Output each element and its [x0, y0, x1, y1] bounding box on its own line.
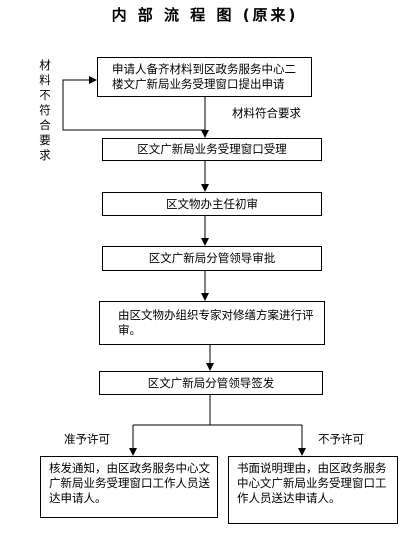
page-title: 内 部 流 程 图 (原来): [111, 6, 299, 24]
step-apply: 申请人备齐材料到区政务服务中心二楼文广新局业务受理窗口提出申请: [97, 57, 312, 97]
loop-back-arrow: [62, 76, 206, 131]
label-reject: 不予许可: [318, 432, 364, 446]
step-approval: 区文广新局分管领导审批: [102, 246, 322, 271]
step-initial-review: 区文物办主任初审: [102, 192, 322, 216]
step-issue: 区文广新局分管领导签发: [99, 371, 323, 395]
outcome-approve: 核发通知，由区政务服务中心文广新局业务受理窗口工作人员送达申请人。: [40, 456, 218, 518]
label-material-pass: 材料符合要求: [232, 106, 301, 120]
label-material-fail: 材料不符合要求: [39, 58, 51, 162]
outcome-reject: 书面说明理由，由区政务服务中心文广新局业务受理窗口工作人员送达申请人。: [228, 456, 398, 524]
step-accept: 区文广新局业务受理窗口受理: [102, 138, 322, 161]
label-approve: 准予许可: [64, 432, 110, 446]
step-expert-review: 由区文物办组织专家对修缮方案进行评审。: [99, 301, 325, 345]
